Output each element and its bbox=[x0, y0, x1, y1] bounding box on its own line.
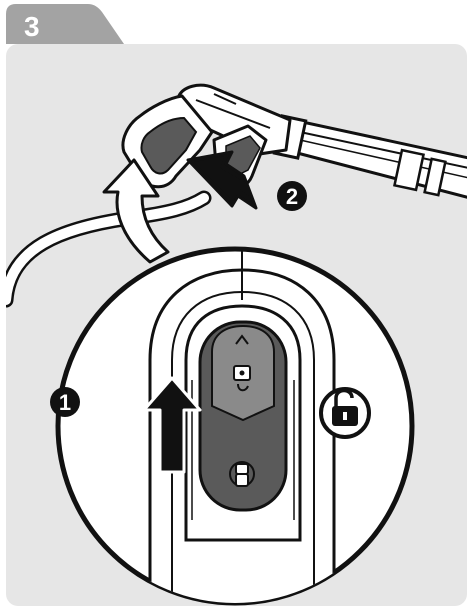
callout-1-number: 1 bbox=[59, 390, 71, 415]
unlock-padlock-icon bbox=[321, 389, 369, 437]
step-number: 3 bbox=[24, 11, 40, 42]
callout-2-number: 2 bbox=[286, 184, 298, 209]
